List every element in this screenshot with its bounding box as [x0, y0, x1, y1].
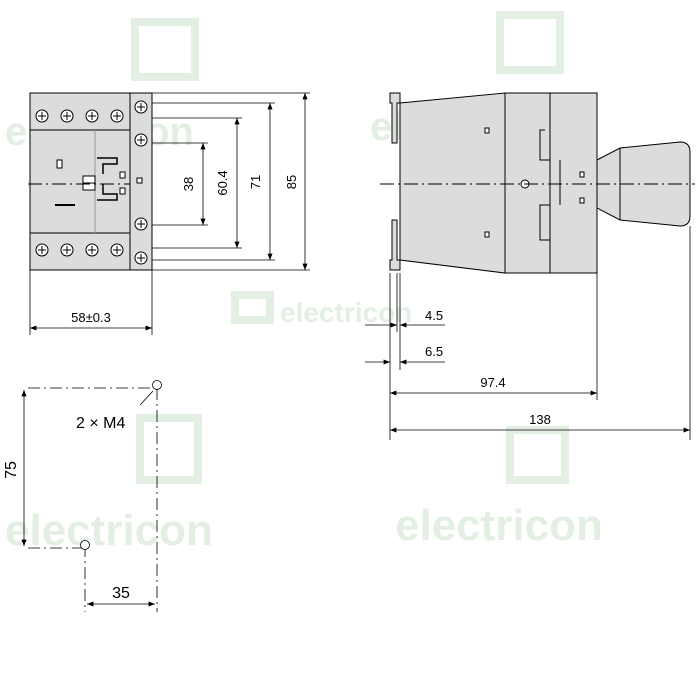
dim-85-label: 85: [284, 175, 299, 189]
dim-75-label: 75: [3, 461, 20, 479]
indicator-window: [55, 157, 143, 206]
dim-6-5-label: 6.5: [425, 344, 443, 359]
contactor-base: [399, 92, 506, 274]
mounting-hole: [152, 380, 162, 390]
rail-clip-top: [389, 92, 401, 144]
dim-71-label: 71: [248, 175, 263, 189]
dim-38-label: 38: [181, 177, 196, 191]
terminal-screws-bottom: [35, 217, 148, 265]
rail-clip-bottom: [389, 219, 401, 271]
watermark-text: electricon: [395, 501, 603, 550]
contactor-block: [504, 92, 598, 274]
front-view: [28, 92, 153, 271]
side-dimensions: [365, 226, 691, 440]
front-dimensions: [29, 92, 310, 335]
dim-138-label: 138: [529, 412, 551, 427]
dim-97-4-label: 97.4: [480, 375, 505, 390]
watermark-logo: [131, 11, 569, 484]
watermark-text: electricon: [280, 297, 412, 328]
side-view: [380, 92, 695, 274]
mounting-pattern: [21, 380, 162, 612]
dim-4-5-label: 4.5: [425, 308, 443, 323]
terminal-screws-top: [35, 100, 148, 147]
watermark-text: electricon: [5, 506, 213, 555]
dim-60-4-label: 60.4: [215, 170, 230, 195]
dim-35-label: 35: [112, 585, 130, 602]
mounting-hole: [80, 540, 90, 550]
screw-spec-label: 2 × M4: [76, 415, 125, 432]
dim-width-label: 58±0.3: [71, 310, 111, 325]
